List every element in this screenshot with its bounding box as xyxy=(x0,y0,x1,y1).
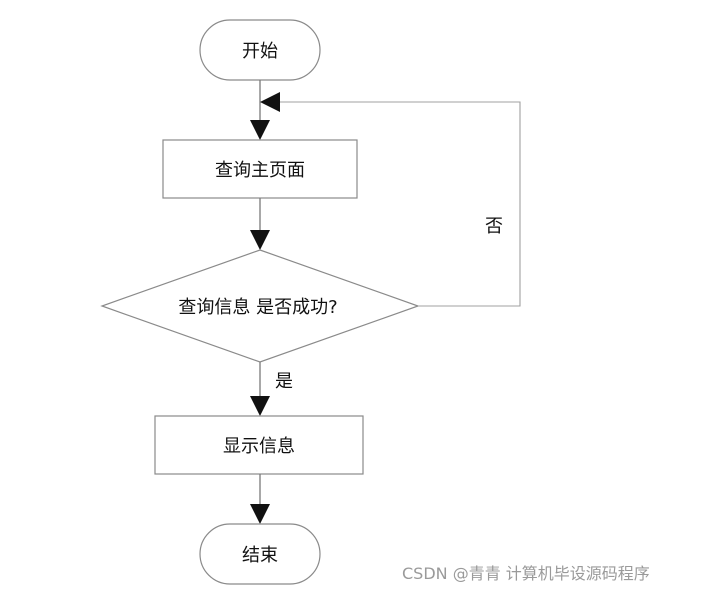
end-terminator xyxy=(199,523,321,585)
query-home-label: 查询主页面 xyxy=(215,160,305,181)
arrowhead-to-show xyxy=(250,396,270,416)
arrowhead-loop-back xyxy=(260,92,280,112)
query-home-process xyxy=(162,139,358,199)
csdn-watermark: CSDN @青青 计算机毕设源码程序 xyxy=(402,564,650,583)
arrowhead-to-end xyxy=(250,504,270,524)
yes-branch-label: 是 xyxy=(275,371,293,392)
show-info-label: 显示信息 xyxy=(223,436,295,457)
arrowhead-to-decision xyxy=(250,230,270,250)
show-info-process xyxy=(154,415,364,475)
no-branch-label: 否 xyxy=(485,216,503,237)
start-label: 开始 xyxy=(242,41,278,62)
edge-no-loop xyxy=(280,101,521,307)
decision-label: 查询信息 是否成功? xyxy=(178,297,337,318)
end-label: 结束 xyxy=(242,545,278,566)
arrowhead-to-query xyxy=(250,120,270,140)
